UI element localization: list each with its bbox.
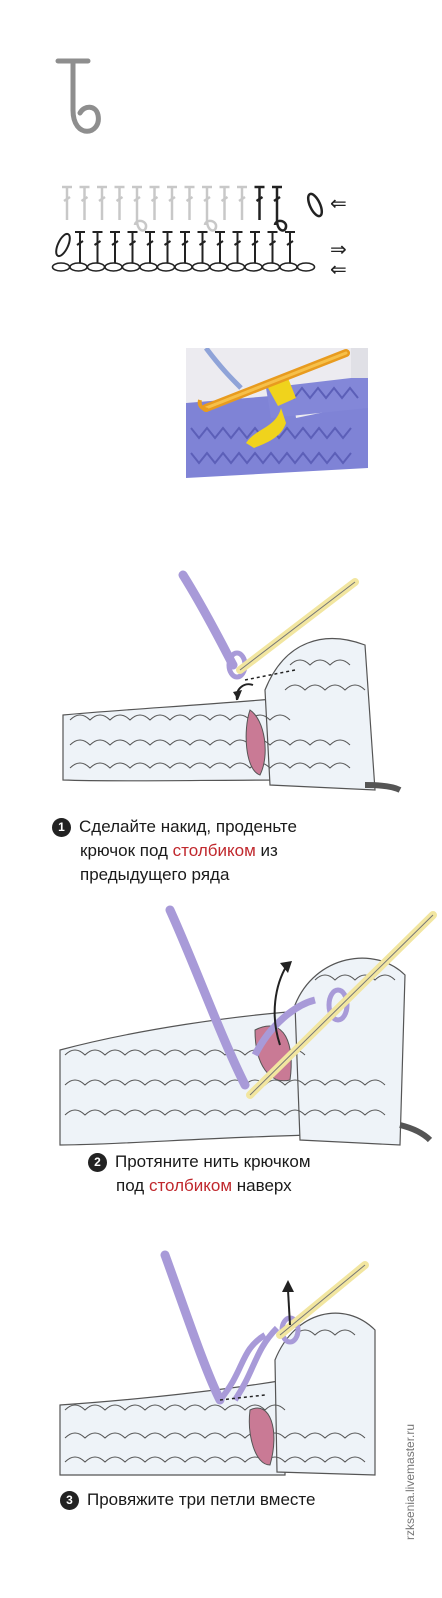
direction-arrow-row3: ⇐	[330, 191, 347, 215]
double-crochet-symbol	[197, 231, 208, 263]
double-crochet-symbol	[180, 231, 190, 263]
chain-stitch-symbol	[139, 262, 158, 272]
chain-stitch-symbol	[261, 262, 281, 272]
step-number-badge: 2	[88, 1153, 107, 1172]
double-crochet-symbol	[184, 185, 195, 220]
step-3-illustration	[59, 1250, 376, 1476]
step-2-line-2: под столбиком наверх	[88, 1174, 311, 1198]
front-post-stitch-symbol-icon	[55, 58, 101, 134]
chain-stitch-symbol	[279, 262, 298, 272]
step-2-text: 2 Протяните нить крючком под столбиком на…	[88, 1150, 311, 1198]
step-1-line-1: 1 Сделайте накид, проденьте	[52, 815, 297, 839]
turning-chain-symbol	[306, 192, 324, 218]
chain-stitch-symbol	[51, 262, 71, 272]
chain-stitch-symbol	[191, 262, 211, 272]
double-crochet-symbol	[79, 185, 90, 220]
step-1-highlight: столбиком	[172, 841, 256, 860]
double-crochet-symbol	[162, 231, 173, 263]
chain-stitch-symbol	[226, 262, 246, 272]
double-crochet-symbol	[127, 231, 138, 263]
double-crochet-symbol	[114, 185, 125, 220]
chain-stitch-symbol	[69, 262, 88, 272]
double-crochet-symbol	[237, 185, 247, 220]
double-crochet-symbol	[75, 231, 85, 263]
double-crochet-symbol	[267, 231, 278, 263]
double-crochet-symbol	[145, 231, 155, 263]
double-crochet-symbol	[232, 231, 243, 263]
step-1-line2-pre: крючок под	[80, 841, 173, 860]
double-crochet-symbol	[132, 185, 148, 232]
double-crochet-symbol	[62, 185, 72, 220]
chain-stitch-symbol	[244, 262, 263, 272]
step-number-badge: 1	[52, 818, 71, 837]
double-crochet-symbol	[219, 185, 230, 220]
step-1-text: 1 Сделайте накид, проденьте крючок под ст…	[52, 815, 297, 887]
step-number-badge: 3	[60, 1491, 79, 1510]
chain-stitch-symbol	[156, 262, 176, 272]
double-crochet-symbol	[272, 185, 288, 232]
step-3-line-1: 3 Провяжите три петли вместе	[60, 1488, 315, 1512]
chain-stitch-symbol	[174, 262, 193, 272]
crochet-photo	[186, 348, 368, 500]
double-crochet-symbol	[149, 185, 160, 220]
step-2-illustration	[59, 905, 437, 1146]
step-2-highlight: столбиком	[148, 1176, 233, 1195]
direction-arrow-row1: ⇐	[330, 257, 347, 281]
step-2-line2-post: наверх	[232, 1176, 292, 1195]
double-crochet-symbol	[97, 185, 107, 220]
double-crochet-symbol	[285, 231, 295, 263]
step-2-line1-text: Протяните нить крючком	[115, 1152, 311, 1171]
step-1-line-2: крючок под столбиком из	[52, 839, 297, 863]
step-1-illustration	[62, 570, 402, 793]
double-crochet-symbol	[254, 185, 265, 220]
chain-stitch-symbol	[104, 262, 123, 272]
step-1-line-3: предыдущего ряда	[80, 865, 230, 884]
chain-stitch-symbol	[86, 262, 106, 272]
step-2-line-1: 2 Протяните нить крючком	[88, 1150, 311, 1174]
watermark: rzksenia.livemaster.ru	[403, 1423, 417, 1540]
double-crochet-symbol	[202, 185, 218, 232]
step-1-line1-text: Сделайте накид, проденьте	[79, 817, 297, 836]
double-crochet-symbol	[250, 231, 260, 263]
step-1-line2-post: из	[255, 841, 278, 860]
double-crochet-symbol	[110, 231, 120, 263]
chain-stitch-symbol	[121, 262, 141, 272]
step-3-text: 3 Провяжите три петли вместе	[60, 1488, 315, 1512]
double-crochet-symbol	[92, 231, 103, 263]
step-2-line2-pre: под	[116, 1176, 149, 1195]
double-crochet-symbol	[215, 231, 225, 263]
turning-chain-symbol	[55, 232, 71, 258]
chain-stitch-symbol	[209, 262, 228, 272]
double-crochet-symbol	[167, 185, 177, 220]
direction-arrow-row2: ⇒	[330, 237, 347, 261]
stitch-symbol-chart	[51, 185, 324, 272]
chain-stitch-symbol	[296, 262, 316, 272]
step-3-line1-text: Провяжите три петли вместе	[87, 1490, 316, 1509]
